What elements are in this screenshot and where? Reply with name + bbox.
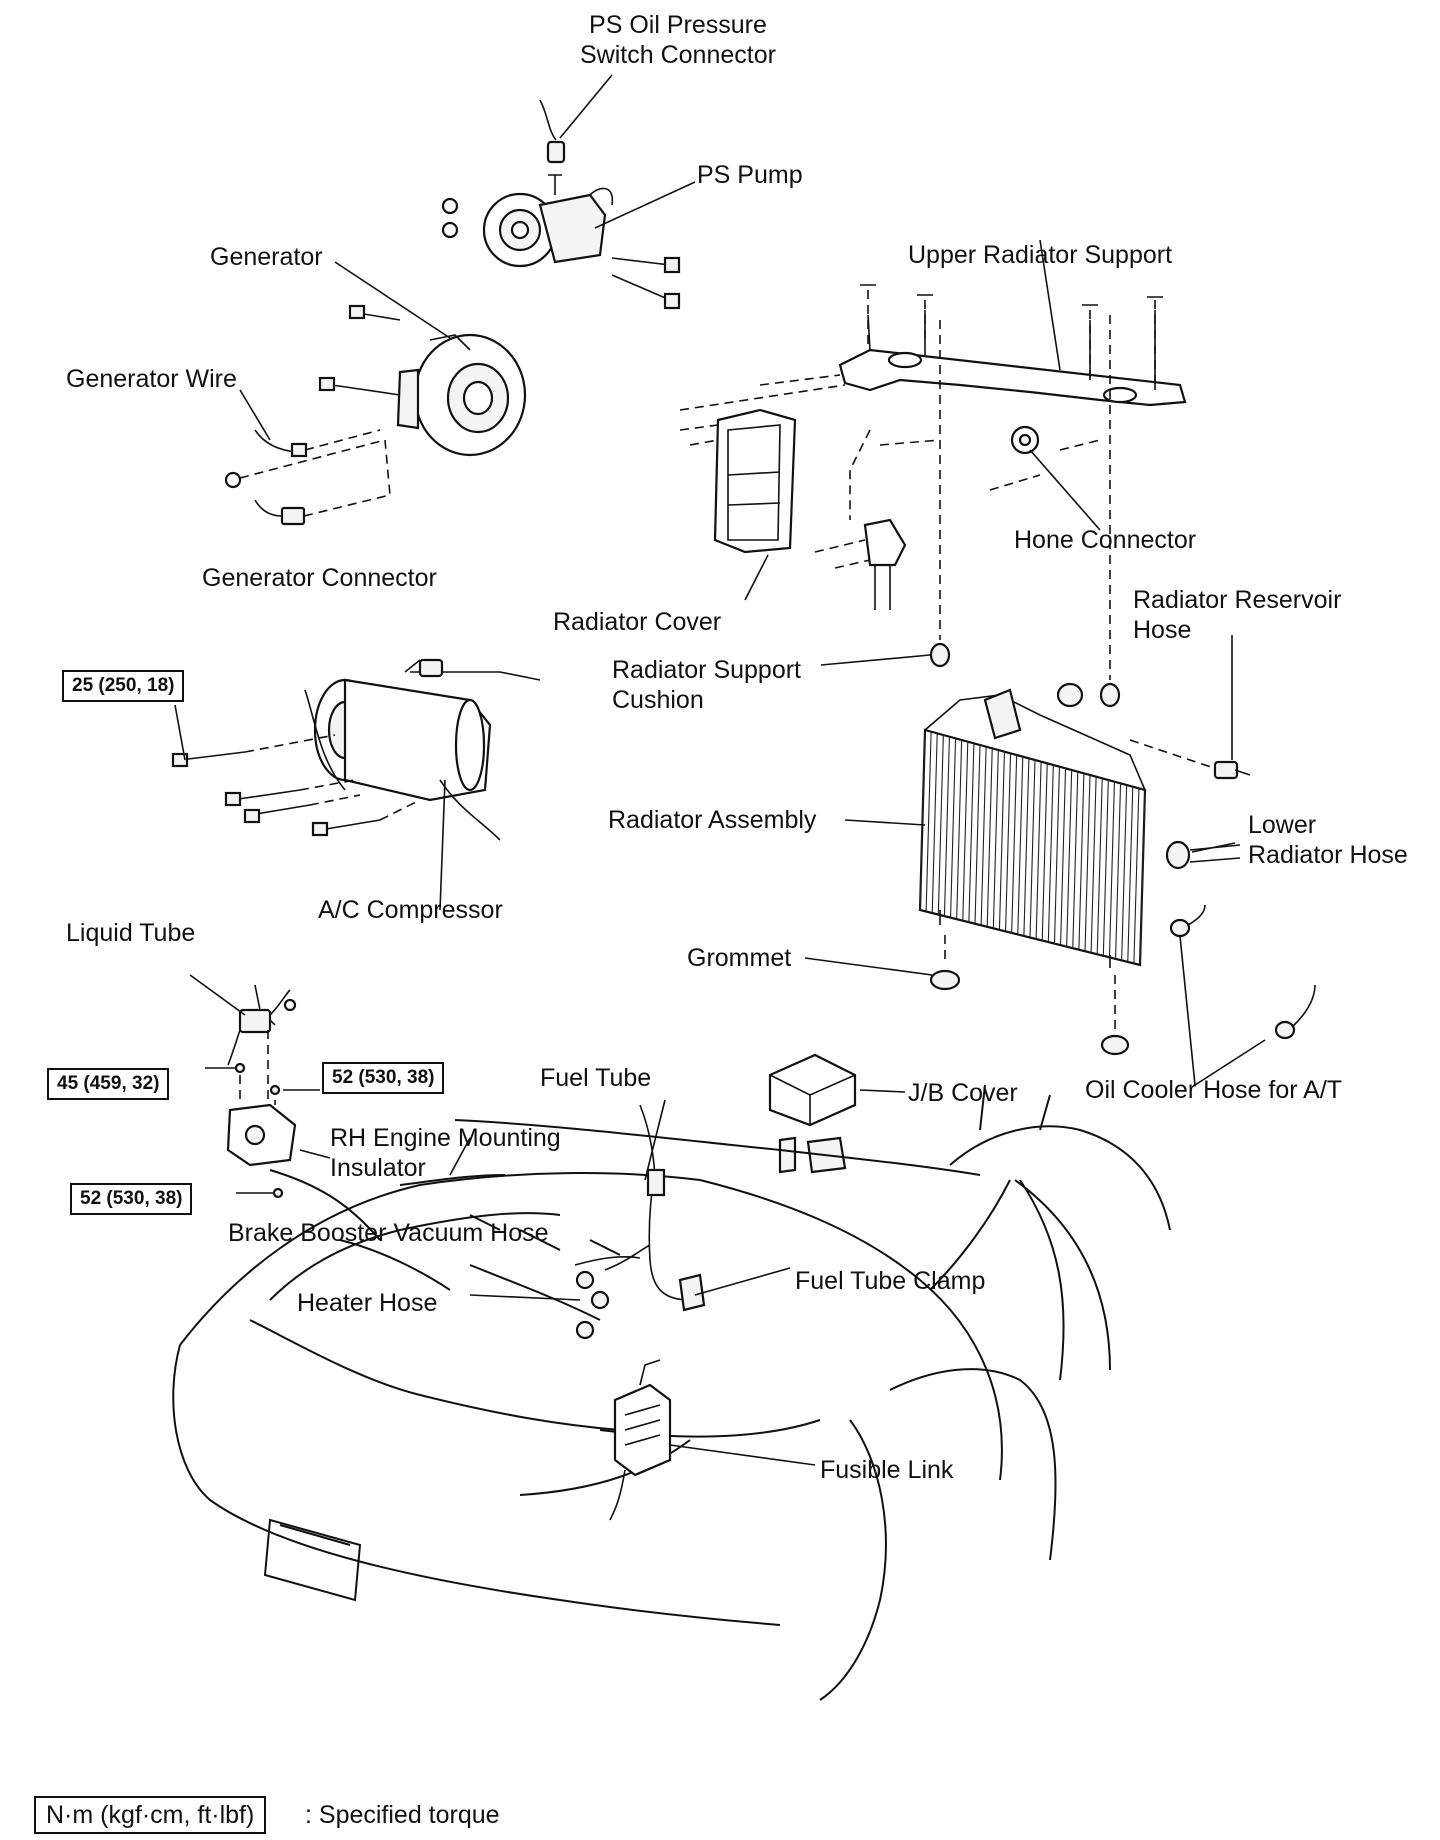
jb-cover-part bbox=[768, 1053, 906, 1174]
radiator-fin bbox=[950, 738, 957, 918]
radiator-fin bbox=[1023, 758, 1030, 936]
radiator-fin bbox=[1133, 788, 1140, 964]
radiator-assembly-label: Radiator Assembly bbox=[608, 806, 817, 834]
radiator-fin bbox=[1084, 774, 1091, 952]
hone-connector-label: Hone Connector bbox=[1014, 526, 1197, 554]
leader-lines bbox=[239, 74, 1236, 1296]
label-line: Insulator bbox=[330, 1154, 426, 1182]
generator-wire-part bbox=[224, 429, 386, 489]
fuel-tube-label: Fuel Tube bbox=[540, 1064, 652, 1092]
radiator-fin bbox=[998, 751, 1005, 930]
label-line: Hose bbox=[1133, 616, 1192, 644]
radiator-fin bbox=[925, 731, 932, 912]
radiator-fin bbox=[986, 748, 993, 927]
label-line: PS Oil Pressure bbox=[589, 11, 767, 39]
radiator-fin bbox=[974, 744, 981, 924]
radiator-reservoir-hose-label: Radiator Reservoir Hose bbox=[1133, 585, 1341, 645]
ps-pump-label: PS Pump bbox=[697, 161, 803, 189]
radiator-fin bbox=[992, 749, 999, 929]
radiator-fin bbox=[1066, 769, 1073, 947]
lower-radiator-hose-part bbox=[1165, 840, 1241, 870]
rh-engine-mounting-insulator-part bbox=[205, 1030, 331, 1199]
radiator-fin bbox=[1078, 773, 1085, 950]
label-line: Radiator Support bbox=[612, 656, 802, 684]
brake-booster-vacuum-hose-label: Brake Booster Vacuum Hose bbox=[228, 1219, 549, 1247]
grommet-part bbox=[804, 935, 1130, 1056]
liquid-tube-label: Liquid Tube bbox=[66, 919, 196, 947]
oil-cooler-hose-part bbox=[1169, 904, 1316, 1087]
heater-hose-label: Heater Hose bbox=[297, 1289, 438, 1317]
generator-part bbox=[318, 304, 527, 457]
radiator-fin bbox=[1127, 786, 1134, 962]
torque-ac-compressor-bolt: 25 (250, 18) bbox=[62, 670, 185, 702]
label-line: Radiator Hose bbox=[1248, 841, 1408, 869]
generator-connector-part bbox=[254, 439, 391, 526]
ps-pump-part bbox=[441, 174, 681, 310]
radiator-fin bbox=[1060, 768, 1067, 946]
radiator-fin bbox=[956, 739, 963, 920]
label-line: Cushion bbox=[612, 686, 704, 714]
radiator-fin bbox=[919, 729, 926, 911]
radiator-bracket-part bbox=[814, 429, 907, 610]
generator-label: Generator bbox=[210, 243, 323, 271]
legend-unit-box: N·m (kgf·cm, ft·lbf) bbox=[34, 1796, 267, 1834]
label-line: Switch Connector bbox=[580, 41, 776, 69]
ps-oil-pressure-switch-connector-label: PS Oil Pressure Switch Connector bbox=[580, 10, 776, 70]
radiator-support-cushion-label: Radiator Support Cushion bbox=[612, 655, 801, 715]
radiator-fin bbox=[1096, 778, 1103, 955]
torque-liquid-tube-bolt: 45 (459, 32) bbox=[47, 1068, 170, 1100]
radiator-fin bbox=[1115, 783, 1122, 959]
radiator-fin bbox=[937, 734, 944, 915]
radiator-fin bbox=[1139, 789, 1146, 966]
radiator-assembly-part bbox=[844, 682, 1251, 968]
radiator-support-cushion-part bbox=[820, 315, 1121, 708]
torque-mount-lower: 52 (530, 38) bbox=[70, 1183, 193, 1215]
vehicle-body-outline bbox=[172, 1084, 1171, 1701]
radiator-fin bbox=[962, 741, 969, 921]
oil-cooler-hose-label: Oil Cooler Hose for A/T bbox=[1085, 1076, 1343, 1104]
fusible-link-label: Fusible Link bbox=[820, 1456, 954, 1484]
radiator-fin bbox=[1072, 771, 1079, 949]
ps-oil-pressure-switch-connector-part bbox=[539, 99, 566, 164]
lower-radiator-hose-label: Lower Radiator Hose bbox=[1248, 810, 1408, 870]
radiator-fin bbox=[1035, 761, 1042, 940]
ac-compressor-part bbox=[171, 658, 541, 911]
radiator-fin bbox=[1090, 776, 1097, 953]
ac-compressor-label: A/C Compressor bbox=[318, 896, 503, 924]
radiator-fin bbox=[1047, 764, 1054, 943]
generator-wire-label: Generator Wire bbox=[66, 365, 237, 393]
fusible-link-part bbox=[609, 1359, 816, 1521]
radiator-fin bbox=[1011, 754, 1018, 933]
radiator-fin bbox=[1005, 753, 1012, 932]
radiator-fin bbox=[943, 736, 950, 917]
radiator-fin bbox=[1108, 781, 1115, 958]
radiator-cover-part bbox=[679, 408, 797, 554]
radiator-fin bbox=[1102, 779, 1109, 956]
upper-radiator-support-label: Upper Radiator Support bbox=[908, 241, 1173, 269]
radiator-fin bbox=[1121, 784, 1128, 961]
label-line: Radiator Reservoir bbox=[1133, 586, 1342, 614]
torque-mount-upper: 52 (530, 38) bbox=[322, 1062, 445, 1094]
radiator-fin bbox=[1053, 766, 1060, 944]
radiator-fin bbox=[980, 746, 987, 926]
radiator-cover-label: Radiator Cover bbox=[553, 608, 722, 636]
radiator-fin bbox=[968, 743, 975, 923]
generator-connector-label: Generator Connector bbox=[202, 564, 437, 592]
engine-bay-hoses bbox=[469, 1104, 706, 1340]
legend-description: : Specified torque bbox=[305, 1801, 500, 1829]
fuel-tube-clamp-label: Fuel Tube Clamp bbox=[795, 1267, 986, 1295]
radiator-fin bbox=[931, 733, 938, 914]
grommet-label: Grommet bbox=[687, 944, 792, 972]
upper-radiator-support-part bbox=[679, 284, 1187, 491]
label-line: RH Engine Mounting bbox=[330, 1124, 561, 1152]
radiator-fin bbox=[1029, 759, 1036, 938]
liquid-tube-part bbox=[189, 974, 297, 1066]
radiator-fin bbox=[1041, 763, 1048, 941]
jb-cover-label: J/B Cover bbox=[908, 1079, 1018, 1107]
rh-engine-mounting-insulator-label: RH Engine Mounting Insulator bbox=[330, 1123, 561, 1183]
label-line: Lower bbox=[1248, 811, 1317, 839]
radiator-fin bbox=[1017, 756, 1024, 935]
